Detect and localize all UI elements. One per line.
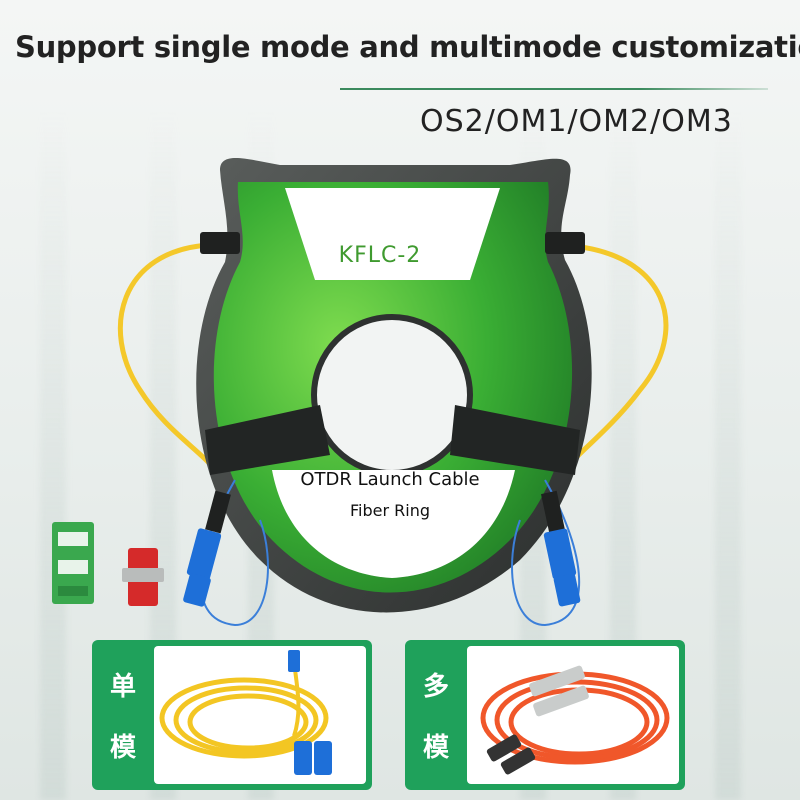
- single-mode-image: [154, 646, 366, 784]
- divider-line: [340, 88, 768, 90]
- left-boot: [200, 232, 240, 254]
- single-mode-char-2: 模: [109, 733, 136, 763]
- left-sc-connector: [183, 490, 231, 607]
- multi-mode-char-1: 多: [422, 672, 449, 702]
- right-sc-connector: [541, 490, 581, 607]
- fiber-ring-product: [52, 158, 669, 627]
- ring-label-area: [272, 470, 515, 578]
- green-adapter: [52, 522, 94, 604]
- right-boot: [545, 232, 585, 254]
- single-mode-tag: 单 模: [92, 640, 154, 790]
- model-label: KFLC-2: [338, 243, 422, 268]
- single-mode-card: 单 模: [92, 640, 372, 790]
- ring-label-subtitle: Fiber Ring: [349, 501, 430, 520]
- right-pigtail: [511, 479, 581, 627]
- multi-mode-char-2: 模: [422, 733, 449, 763]
- right-strap: [450, 405, 580, 475]
- yellow-cable-coil: [159, 650, 332, 775]
- center-hole: [311, 314, 473, 476]
- left-fiber-loop: [117, 242, 217, 472]
- multi-mode-card: 多 模: [405, 640, 685, 790]
- ring-label-title: OTDR Launch Cable: [300, 469, 480, 490]
- right-fiber-loop: [558, 242, 669, 477]
- red-adapter: [122, 548, 164, 606]
- label-panel: [285, 188, 500, 280]
- left-strap: [205, 405, 330, 475]
- multi-mode-tag: 多 模: [405, 640, 467, 790]
- headline: Support single mode and multimode custom…: [15, 30, 800, 64]
- orange-cable-coil: [480, 665, 670, 775]
- single-mode-char-1: 单: [109, 672, 136, 702]
- fiber-types: OS2/OM1/OM2/OM3: [420, 104, 733, 139]
- multi-mode-image: [467, 646, 679, 784]
